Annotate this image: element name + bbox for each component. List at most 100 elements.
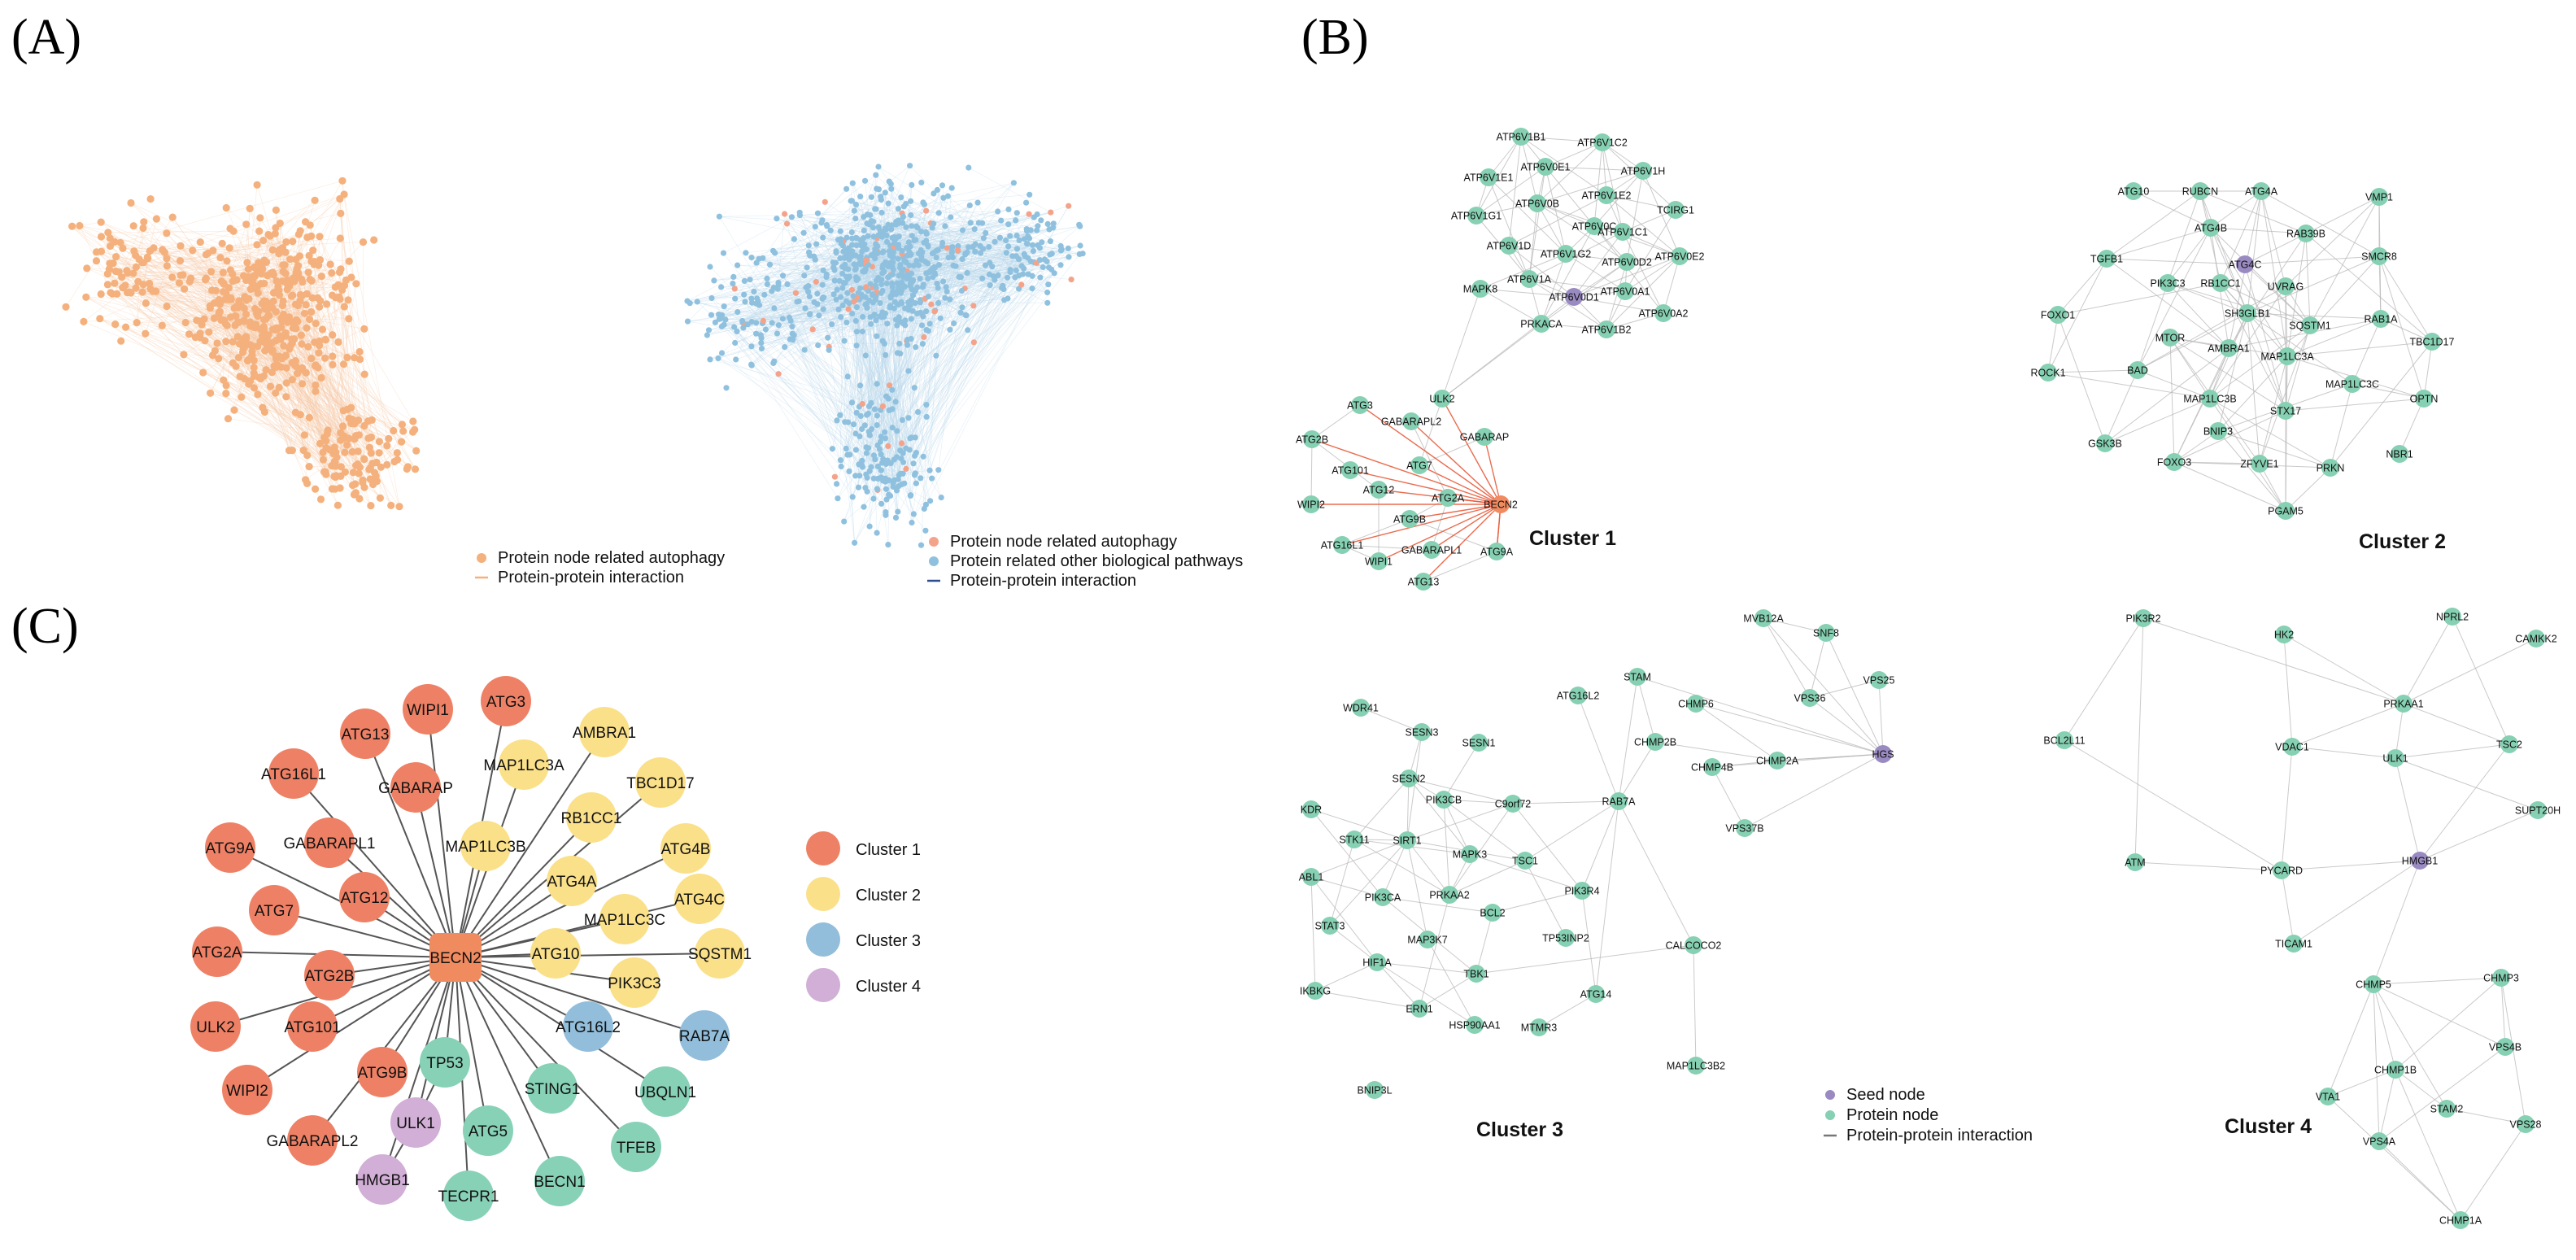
protein-node-label: SQSTM1 bbox=[2289, 320, 2330, 332]
protein-node bbox=[732, 295, 739, 302]
protein-node bbox=[329, 331, 337, 339]
protein-node bbox=[1057, 242, 1064, 250]
ppi-edge bbox=[926, 284, 1049, 405]
protein-node bbox=[732, 339, 739, 347]
protein-node bbox=[720, 250, 727, 256]
protein-node bbox=[925, 293, 931, 300]
protein-node bbox=[923, 207, 930, 214]
ppi-edge bbox=[156, 218, 333, 365]
ppi-edge bbox=[2460, 1123, 2526, 1221]
protein-node-label: CHMP2A bbox=[1756, 756, 1799, 767]
legend-label: Protein node related autophagy bbox=[498, 549, 725, 567]
gene-node-circle bbox=[190, 1001, 241, 1052]
ppi-edge bbox=[133, 272, 288, 323]
protein-node bbox=[336, 295, 344, 303]
ppi-edge bbox=[791, 287, 807, 327]
protein-node bbox=[168, 273, 177, 281]
protein-node bbox=[271, 229, 279, 238]
ppi-edge bbox=[2399, 398, 2425, 455]
protein-node bbox=[251, 284, 259, 292]
protein-node bbox=[890, 254, 896, 260]
protein-node bbox=[789, 323, 795, 329]
gene-node: TECPR1 bbox=[438, 1171, 499, 1221]
legend-swatch bbox=[806, 877, 840, 911]
protein-node bbox=[316, 439, 324, 448]
protein-node bbox=[841, 518, 848, 525]
protein-node bbox=[909, 233, 915, 239]
protein-node bbox=[268, 348, 277, 356]
gene-node-label: MAP1LC3A bbox=[483, 757, 564, 774]
ppi-edge bbox=[771, 322, 868, 478]
protein-node bbox=[2209, 422, 2227, 440]
protein-node bbox=[838, 314, 844, 320]
protein-node bbox=[866, 523, 873, 530]
protein-node bbox=[264, 230, 272, 239]
protein-node bbox=[1520, 270, 1538, 288]
protein-node bbox=[1512, 128, 1530, 146]
protein-node bbox=[1801, 689, 1819, 707]
protein-node bbox=[1569, 687, 1587, 704]
ppi-edge bbox=[778, 213, 785, 283]
ppi-edge bbox=[822, 270, 854, 425]
protein-node bbox=[2098, 250, 2116, 268]
ppi-edge bbox=[147, 258, 341, 489]
protein-node bbox=[1034, 211, 1040, 218]
protein-node bbox=[853, 409, 860, 416]
protein-node bbox=[256, 214, 264, 222]
protein-node bbox=[864, 220, 870, 227]
ppi-edge bbox=[172, 216, 229, 300]
ppi-edge bbox=[172, 216, 335, 448]
ppi-edge bbox=[107, 273, 258, 347]
protein-node-label: PIK3R2 bbox=[2125, 613, 2160, 625]
gene-node-label: GABARAPL2 bbox=[267, 1133, 359, 1150]
protein-node bbox=[883, 512, 889, 518]
ppi-edge bbox=[1536, 170, 1644, 204]
hub-node-label: BECN2 bbox=[429, 950, 481, 967]
protein-node bbox=[1587, 985, 1605, 1003]
ppi-edge bbox=[2260, 190, 2288, 357]
protein-node bbox=[894, 428, 900, 434]
ppi-edge bbox=[891, 189, 929, 279]
ppi-edge bbox=[744, 268, 1052, 325]
protein-node bbox=[2492, 969, 2510, 987]
protein-node bbox=[1013, 267, 1019, 274]
protein-node bbox=[344, 296, 352, 304]
protein-node bbox=[887, 181, 894, 187]
ppi-edge bbox=[898, 248, 1018, 486]
protein-node bbox=[333, 453, 341, 461]
protein-node bbox=[887, 259, 894, 266]
protein-node bbox=[899, 300, 905, 307]
gene-node-circle bbox=[390, 1097, 441, 1148]
protein-node bbox=[180, 351, 188, 359]
ppi-edge bbox=[961, 244, 1033, 277]
ppi-edge bbox=[2217, 430, 2286, 512]
ppi-edge bbox=[852, 313, 862, 429]
protein-node bbox=[883, 486, 890, 492]
protein-node bbox=[872, 456, 878, 463]
ppi-edge bbox=[1441, 296, 1575, 399]
ppi-edge bbox=[2373, 983, 2506, 1048]
protein-node bbox=[372, 472, 380, 480]
protein-node bbox=[355, 469, 363, 477]
ppi-edge bbox=[2169, 337, 2286, 412]
protein-node bbox=[827, 227, 834, 233]
ppi-edge bbox=[721, 303, 849, 316]
protein-node bbox=[886, 491, 892, 498]
ppi-edge bbox=[1492, 890, 1583, 913]
ppi-edge bbox=[2104, 369, 2138, 444]
protein-node bbox=[262, 366, 270, 374]
ppi-edge bbox=[894, 237, 1048, 262]
protein-node bbox=[920, 453, 926, 460]
protein-node-label: ATG12 bbox=[1363, 485, 1395, 496]
ppi-edge bbox=[709, 266, 865, 426]
protein-node bbox=[2365, 975, 2382, 993]
ppi-edge bbox=[1329, 839, 1355, 926]
protein-node bbox=[927, 498, 934, 504]
protein-node bbox=[1029, 242, 1036, 248]
protein-node bbox=[295, 252, 304, 260]
ppi-edge bbox=[1480, 253, 1567, 290]
autophagy-network bbox=[62, 177, 421, 511]
protein-node bbox=[855, 276, 861, 282]
ppi-edge bbox=[930, 220, 1001, 272]
protein-node bbox=[334, 338, 342, 347]
